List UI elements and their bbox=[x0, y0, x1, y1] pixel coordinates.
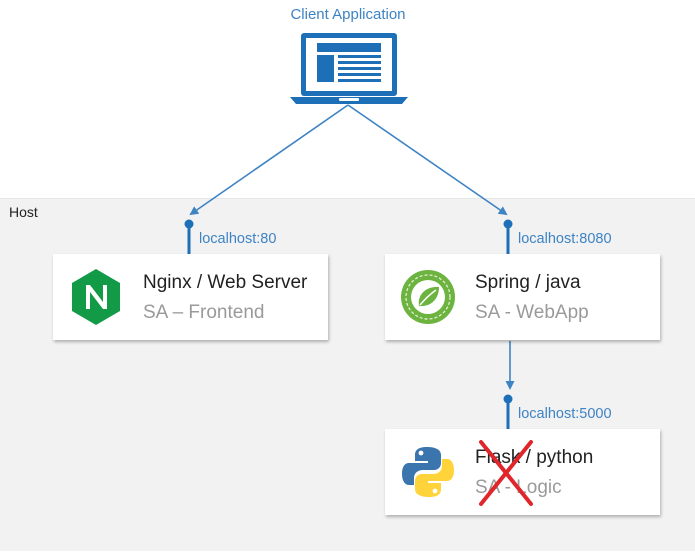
port-connector-spring bbox=[503, 219, 513, 255]
python-logo-icon bbox=[402, 447, 454, 497]
service-card-flask: Flask / python SA - Logic bbox=[385, 429, 660, 515]
edge-client-to-nginx bbox=[189, 104, 349, 216]
service-card-spring: Spring / java SA - WebApp bbox=[385, 254, 660, 340]
service-title: Flask / python bbox=[475, 447, 594, 468]
laptop-icon bbox=[290, 33, 408, 104]
service-subtitle: SA – Frontend bbox=[143, 302, 265, 323]
port-label-spring: localhost:8080 bbox=[518, 231, 612, 247]
service-title: Spring / java bbox=[475, 272, 581, 293]
spring-logo-icon bbox=[401, 270, 455, 324]
service-card-nginx: Nginx / Web Server SA – Frontend bbox=[53, 254, 328, 340]
nginx-logo-icon bbox=[72, 269, 120, 325]
edge-client-to-spring bbox=[347, 104, 508, 216]
port-connector-flask bbox=[503, 394, 513, 430]
cross-out-mark bbox=[479, 440, 533, 506]
host-label: Host bbox=[9, 204, 38, 220]
port-label-nginx: localhost:80 bbox=[199, 231, 277, 247]
service-title: Nginx / Web Server bbox=[143, 272, 308, 293]
port-label-flask: localhost:5000 bbox=[518, 406, 612, 422]
service-subtitle: SA - WebApp bbox=[475, 302, 589, 323]
client-application-label: Client Application bbox=[290, 6, 406, 23]
port-connector-nginx bbox=[184, 219, 194, 255]
